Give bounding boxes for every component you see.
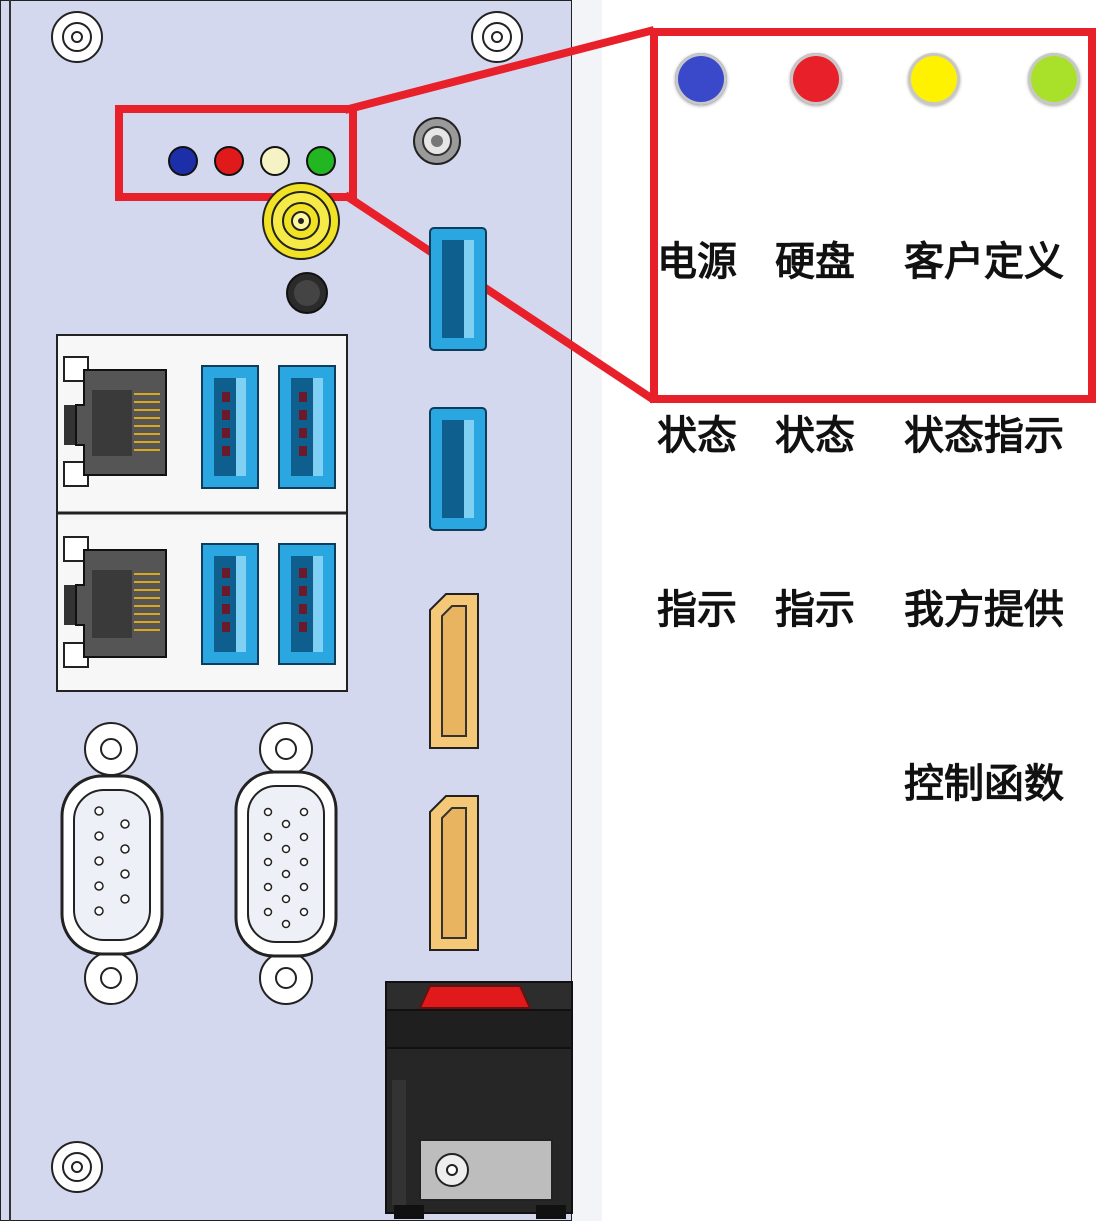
mounting-screw-bottom-left (51, 1141, 103, 1193)
led-legend-callout (650, 28, 1096, 403)
custom-led-yellow (260, 146, 290, 176)
mounting-screw-top-left (51, 11, 103, 63)
hdd-led-label-line-3: 指示 (775, 587, 855, 633)
power-button (286, 272, 328, 314)
led-highlight-box (115, 105, 357, 201)
custom-led-label-line-1: 客户定义 (904, 239, 1064, 285)
callout-line-top (343, 26, 656, 114)
serial-port (60, 722, 164, 1005)
custom-led-label-line-2: 状态指示 (904, 413, 1064, 459)
hdd-led-label-line-2: 状态 (775, 413, 855, 459)
usb-port-right-1 (429, 227, 487, 351)
displayport-1 (429, 593, 479, 749)
callout-line-bottom (342, 191, 657, 404)
usb-port-right-2 (429, 407, 487, 531)
custom-led-green (306, 146, 336, 176)
usb-port-block-3 (201, 543, 259, 665)
power-led (168, 146, 198, 176)
hdd-led-label-line-1: 硬盘 (775, 239, 855, 285)
custom-led-label-line-3: 我方提供 (904, 587, 1064, 633)
custom-led-label-line-4: 控制函数 (904, 761, 1064, 807)
ethernet-port-2 (63, 536, 167, 668)
mounting-screw-top-right (471, 11, 523, 63)
hdd-led-label: 硬盘 状态 指示 (775, 117, 855, 697)
ejector-latch (385, 981, 573, 1219)
custom-led-label: 客户定义 状态指示 我方提供 控制函数 (904, 117, 1064, 871)
reset-button (413, 117, 461, 165)
usb-port-block-2 (278, 365, 336, 489)
antenna-connector (262, 182, 340, 260)
power-led-label: 电源 状态 指示 (657, 117, 737, 697)
hdd-led-legend-icon (790, 53, 842, 105)
power-led-label-line-2: 状态 (657, 413, 737, 459)
usb-port-block-1 (201, 365, 259, 489)
vga-port (234, 722, 338, 1005)
custom-yellow-led-legend-icon (908, 53, 960, 105)
panel-edge (572, 0, 602, 1221)
power-led-label-line-3: 指示 (657, 587, 737, 633)
custom-green-led-legend-icon (1028, 53, 1080, 105)
hdd-led (214, 146, 244, 176)
usb-port-block-4 (278, 543, 336, 665)
power-led-legend-icon (675, 53, 727, 105)
power-led-label-line-1: 电源 (657, 239, 737, 285)
displayport-2 (429, 795, 479, 951)
ethernet-port-1 (63, 356, 167, 487)
